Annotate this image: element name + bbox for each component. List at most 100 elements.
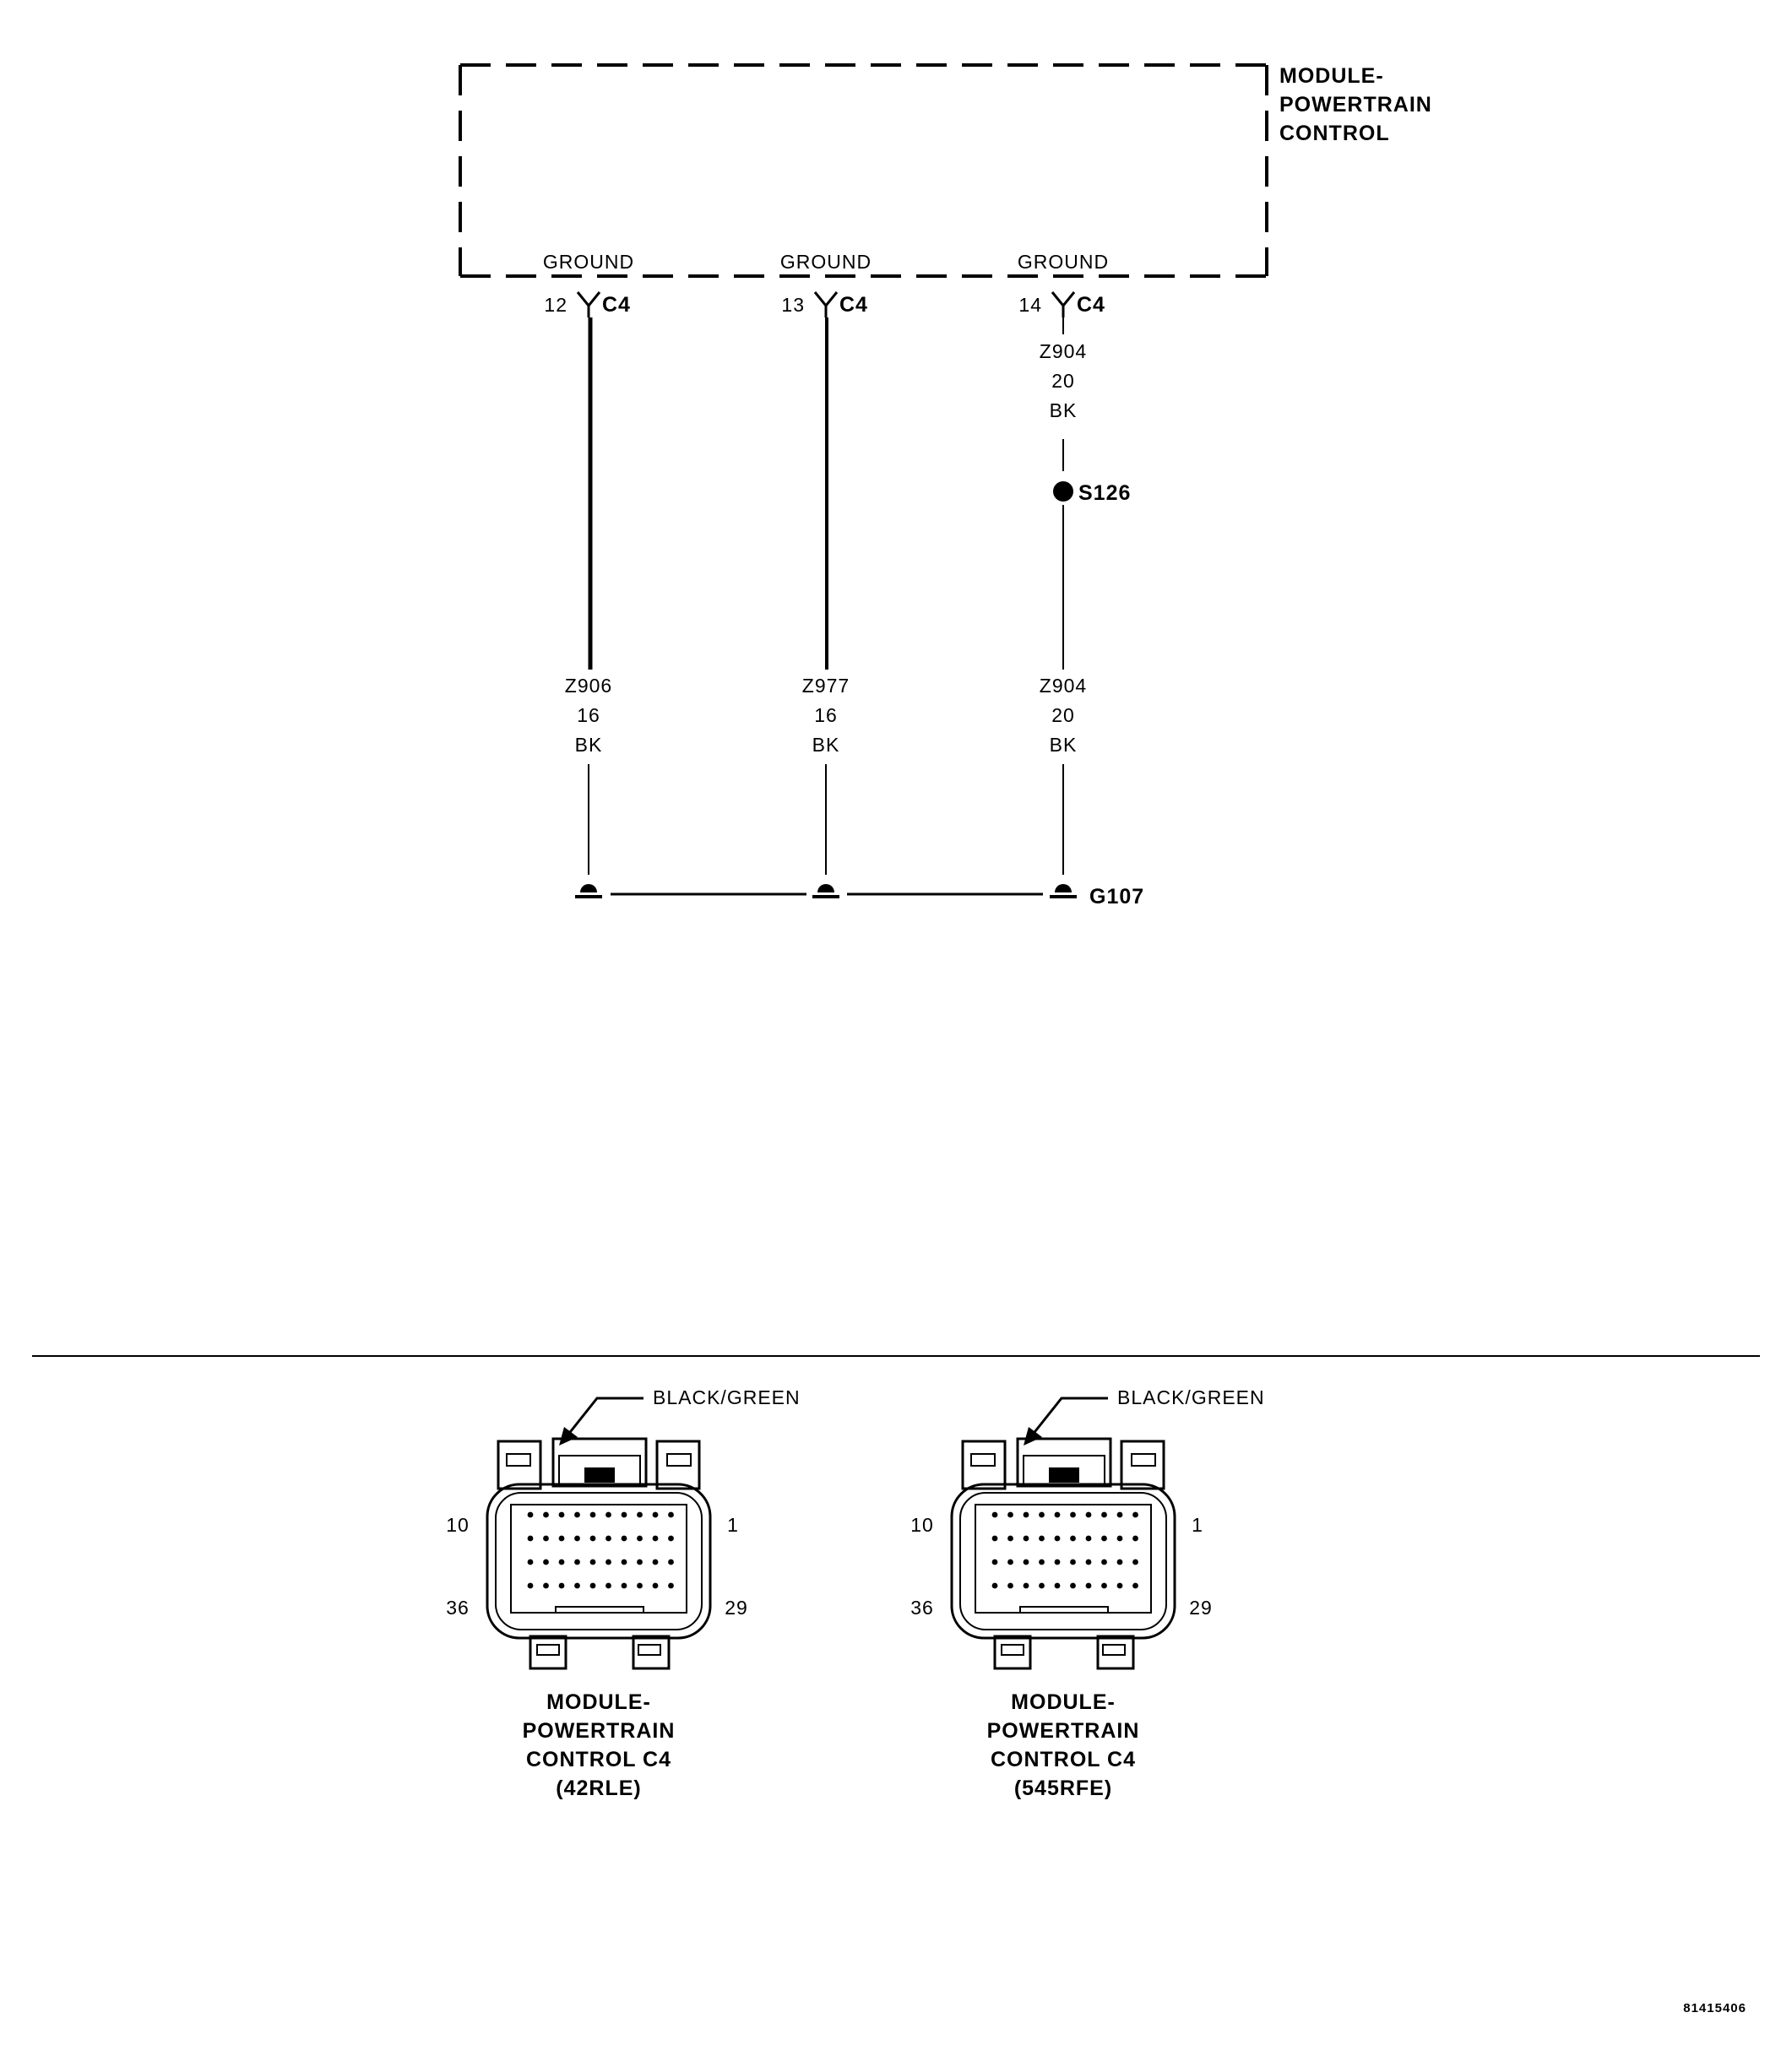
pin-12-connector: C4	[602, 293, 631, 317]
connector-pin	[1070, 1535, 1076, 1542]
connector-right-ear-slot	[666, 1453, 692, 1467]
connector-pin	[621, 1535, 627, 1542]
connector-2-pin-36: 36	[910, 1597, 934, 1619]
connector-right-ear-slot	[1131, 1453, 1156, 1467]
connector-1-pin-10: 10	[446, 1514, 470, 1536]
connector-pin	[991, 1535, 998, 1542]
connector-pin	[1023, 1535, 1029, 1542]
connector-left-foot	[529, 1635, 567, 1670]
connector-pin	[637, 1559, 643, 1565]
connector-pin	[1101, 1535, 1107, 1542]
connector-cavity	[510, 1504, 687, 1614]
connector-right-ear	[655, 1440, 701, 1490]
pin-13-number: 13	[781, 294, 805, 316]
wire-z906-circuit: Z906	[565, 675, 612, 697]
connector-latch-inner	[1023, 1455, 1105, 1487]
connector-left-foot-slot	[1001, 1644, 1024, 1656]
module-name-line-2: POWERTRAIN	[1279, 93, 1432, 117]
connector-1-title-line-2: POWERTRAIN	[523, 1719, 676, 1743]
callout-leader	[1030, 1397, 1108, 1436]
connector-2-callout: BLACK/GREEN	[1117, 1386, 1265, 1408]
connector-pin	[543, 1582, 549, 1589]
connector-body-inner	[495, 1492, 703, 1630]
connector-pin	[1023, 1559, 1029, 1565]
connector-pin	[1116, 1535, 1123, 1542]
pin-14-connector: C4	[1077, 293, 1105, 317]
connector-pin	[1054, 1511, 1061, 1518]
wire-z904-upper-color: BK	[1050, 399, 1078, 421]
module-name-line-1: MODULE-	[1279, 64, 1384, 88]
wire-z904-lower-gauge: 20	[1051, 704, 1075, 726]
connector-pin	[652, 1535, 659, 1542]
connector-view-545rfe	[950, 1397, 1176, 1670]
connector-right-foot-slot	[1102, 1644, 1126, 1656]
connector-pin	[1101, 1559, 1107, 1565]
pin-13-function: GROUND	[780, 251, 872, 273]
connector-pin	[1023, 1511, 1029, 1518]
connector-2-pin-1: 1	[1192, 1514, 1203, 1536]
connector-pin	[1070, 1511, 1076, 1518]
connector-pin	[1007, 1559, 1013, 1565]
figure-id: 81415406	[1683, 2001, 1746, 2015]
pin-13-connector: C4	[839, 293, 868, 317]
connector-pin	[605, 1582, 611, 1589]
connector-pin	[1070, 1559, 1076, 1565]
connector-pin	[589, 1559, 596, 1565]
connector-pin	[558, 1535, 565, 1542]
module-name-line-3: CONTROL	[1279, 122, 1390, 145]
connector-pin	[1132, 1511, 1138, 1518]
connector-pin	[652, 1582, 659, 1589]
connector-pin	[558, 1511, 565, 1518]
connector-pin	[1101, 1582, 1107, 1589]
wire-z906-color: BK	[575, 734, 603, 756]
connector-1-title-line-3: CONTROL C4	[526, 1748, 671, 1771]
connector-pin	[652, 1511, 659, 1518]
connector-pin	[527, 1535, 534, 1542]
connector-pin	[543, 1559, 549, 1565]
connector-pin	[652, 1559, 659, 1565]
connector-pin	[1085, 1511, 1092, 1518]
connector-body-outer	[950, 1483, 1176, 1640]
terminal-12-symbol	[576, 291, 601, 317]
connector-latch-tab	[1049, 1467, 1079, 1483]
connector-pin	[1132, 1559, 1138, 1565]
connector-pin	[991, 1559, 998, 1565]
connector-pin	[1085, 1535, 1092, 1542]
connector-view-42rle	[486, 1397, 712, 1670]
connector-pin	[574, 1582, 580, 1589]
connector-latch-tab	[584, 1467, 615, 1483]
ground-eyelet-2	[812, 884, 839, 898]
connector-1-callout: BLACK/GREEN	[653, 1386, 801, 1408]
connector-latch-inner	[558, 1455, 641, 1487]
connector-body-inner	[959, 1492, 1167, 1630]
connector-left-ear	[497, 1440, 542, 1490]
connector-2-title-line-1: MODULE-	[1011, 1690, 1116, 1714]
wire-z977-circuit: Z977	[802, 675, 850, 697]
connector-pin	[1039, 1511, 1045, 1518]
connector-pin	[1054, 1582, 1061, 1589]
connector-pin	[527, 1559, 534, 1565]
connector-pin	[621, 1559, 627, 1565]
connector-pin	[605, 1535, 611, 1542]
connector-pin	[527, 1511, 534, 1518]
connector-1-title-line-1: MODULE-	[546, 1690, 651, 1714]
connector-pin	[991, 1582, 998, 1589]
connector-pin	[1101, 1511, 1107, 1518]
connector-pin	[1023, 1582, 1029, 1589]
pin-14-number: 14	[1018, 294, 1042, 316]
connector-2-pin-10: 10	[910, 1514, 934, 1536]
connector-right-ear	[1120, 1440, 1165, 1490]
connector-pin	[1085, 1582, 1092, 1589]
connector-left-ear-slot	[970, 1453, 996, 1467]
wire-z904-lower-circuit: Z904	[1040, 675, 1087, 697]
connector-2-title-line-3: CONTROL C4	[991, 1748, 1136, 1771]
connector-pin	[574, 1535, 580, 1542]
connector-pin	[668, 1535, 674, 1542]
ground-eyelet-1	[575, 884, 602, 898]
pin-12-number: 12	[544, 294, 567, 316]
connector-pin	[1039, 1582, 1045, 1589]
connector-pin	[637, 1582, 643, 1589]
connector-pin	[1054, 1535, 1061, 1542]
